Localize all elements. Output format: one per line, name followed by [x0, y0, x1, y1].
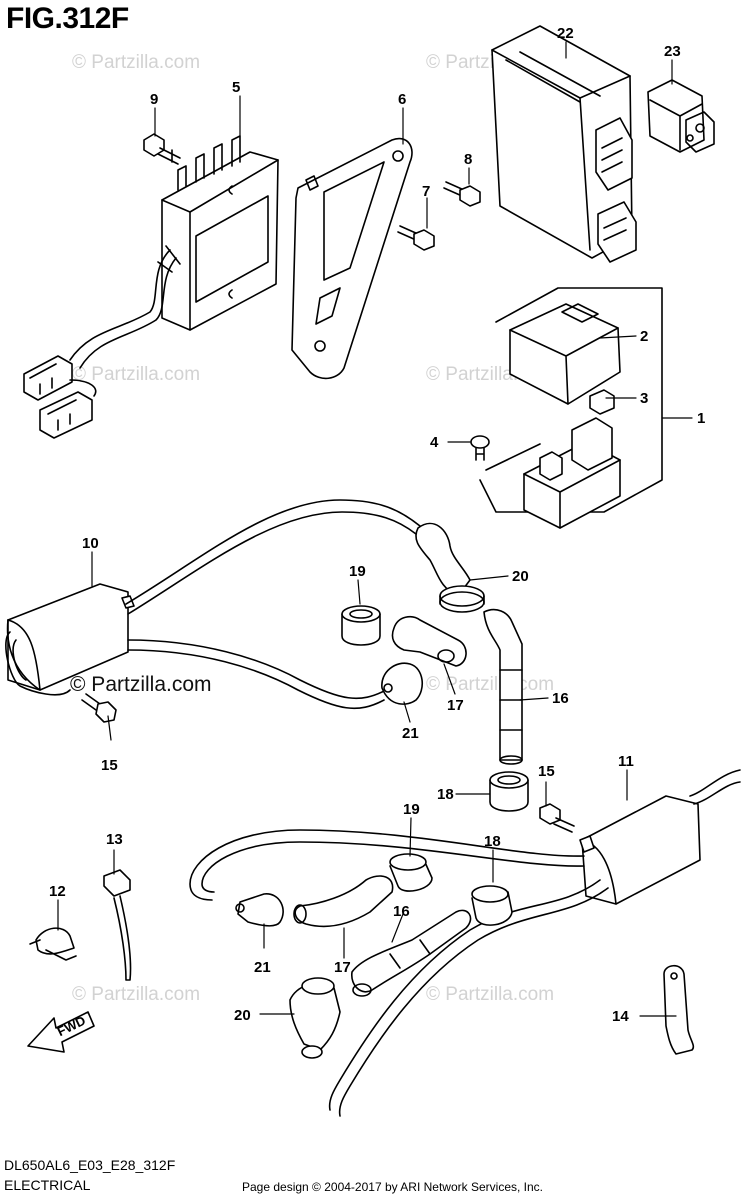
clamp-part-12[interactable]	[29, 927, 77, 961]
callout-18: 18	[484, 833, 501, 850]
callout-6: 6	[398, 91, 406, 108]
retainer-part-14[interactable]	[663, 964, 695, 1055]
callout-15: 15	[538, 763, 555, 780]
watermark-bold: © Partzilla.com	[70, 673, 212, 696]
callout-13: 13	[106, 831, 123, 848]
callout-18: 18	[437, 786, 454, 803]
callout-19: 19	[403, 801, 420, 818]
callout-9: 9	[150, 91, 158, 108]
callout-5: 5	[232, 79, 240, 96]
callout-11: 11	[618, 753, 634, 770]
grommet-part-19[interactable]	[341, 605, 381, 646]
callout-17: 17	[334, 959, 351, 976]
grommet-part-18[interactable]	[471, 885, 513, 926]
leader-lines	[57, 41, 693, 1017]
callout-7: 7	[422, 183, 430, 200]
page-credit: Page design © 2004-2017 by ARI Network S…	[242, 1180, 544, 1194]
figure-title: FIG.312F	[6, 2, 129, 35]
relay-assembly-part-1[interactable]	[479, 287, 663, 529]
callout-8: 8	[464, 151, 472, 168]
callout-3: 3	[640, 390, 648, 407]
connector-part-23[interactable]	[647, 79, 715, 153]
callout-20: 20	[234, 1007, 251, 1024]
grommet-part-19[interactable]	[389, 853, 433, 892]
ht-lead-coil-10	[125, 499, 421, 710]
model-code: DL650AL6_E03_E28_312F	[4, 1157, 176, 1173]
callout-23: 23	[664, 43, 681, 60]
callout-16: 16	[393, 903, 410, 920]
callout-16: 16	[552, 690, 569, 707]
screw-part-4[interactable]	[470, 435, 490, 461]
callout-19: 19	[349, 563, 366, 580]
spark-plug-cap-part-16[interactable]	[483, 608, 523, 765]
callout-4: 4	[430, 434, 439, 451]
watermark: © Partzilla.com	[72, 52, 201, 73]
callout-numbers: 5 9 6 8 7 22 23 2 3 1 4 10 19 20 16 17 2…	[49, 25, 705, 1025]
callout-20: 20	[512, 568, 529, 585]
ignition-coil-part-10[interactable]	[5, 583, 135, 696]
bolt-part-15[interactable]	[81, 693, 117, 723]
callout-15: 15	[101, 757, 118, 774]
callout-22: 22	[557, 25, 574, 42]
spark-plug-cap-part-16[interactable]	[351, 909, 472, 997]
callout-14: 14	[612, 1008, 629, 1025]
seal-part-21[interactable]	[235, 893, 284, 927]
plug-cap-part-17[interactable]	[293, 875, 394, 928]
callout-12: 12	[49, 883, 66, 900]
seal-part-21[interactable]	[381, 662, 423, 705]
callout-2: 2	[640, 328, 648, 345]
callout-21: 21	[254, 959, 271, 976]
bolt-part-8[interactable]	[443, 181, 481, 207]
callout-10: 10	[82, 535, 99, 552]
callout-21: 21	[402, 725, 419, 742]
callout-1: 1	[697, 410, 705, 427]
plug-cap-part-17[interactable]	[391, 615, 467, 667]
ecm-part-22[interactable]	[491, 25, 637, 263]
regulator-rectifier-part-5[interactable]	[23, 135, 279, 439]
watermark: © Partzilla.com	[72, 984, 201, 1005]
bolt-part-15[interactable]	[539, 803, 575, 833]
grommet-part-18[interactable]	[489, 771, 529, 812]
bracket-part-6[interactable]	[291, 137, 413, 380]
plug-cap-part-20[interactable]	[415, 522, 485, 613]
ht-lead-coil-11	[189, 829, 609, 1117]
section-label: ELECTRICAL	[4, 1177, 91, 1193]
watermark: © Partzilla.com	[426, 984, 555, 1005]
callout-17: 17	[447, 697, 464, 714]
bolt-part-7[interactable]	[397, 225, 435, 251]
bolt-part-9[interactable]	[143, 133, 181, 165]
plug-cap-part-20[interactable]	[289, 977, 341, 1059]
ignition-coil-part-11[interactable]	[579, 769, 741, 905]
cable-tie-part-13[interactable]	[103, 869, 132, 981]
forward-arrow-icon: FWD	[27, 1011, 95, 1053]
watermark: © Partzilla.com	[72, 364, 201, 385]
